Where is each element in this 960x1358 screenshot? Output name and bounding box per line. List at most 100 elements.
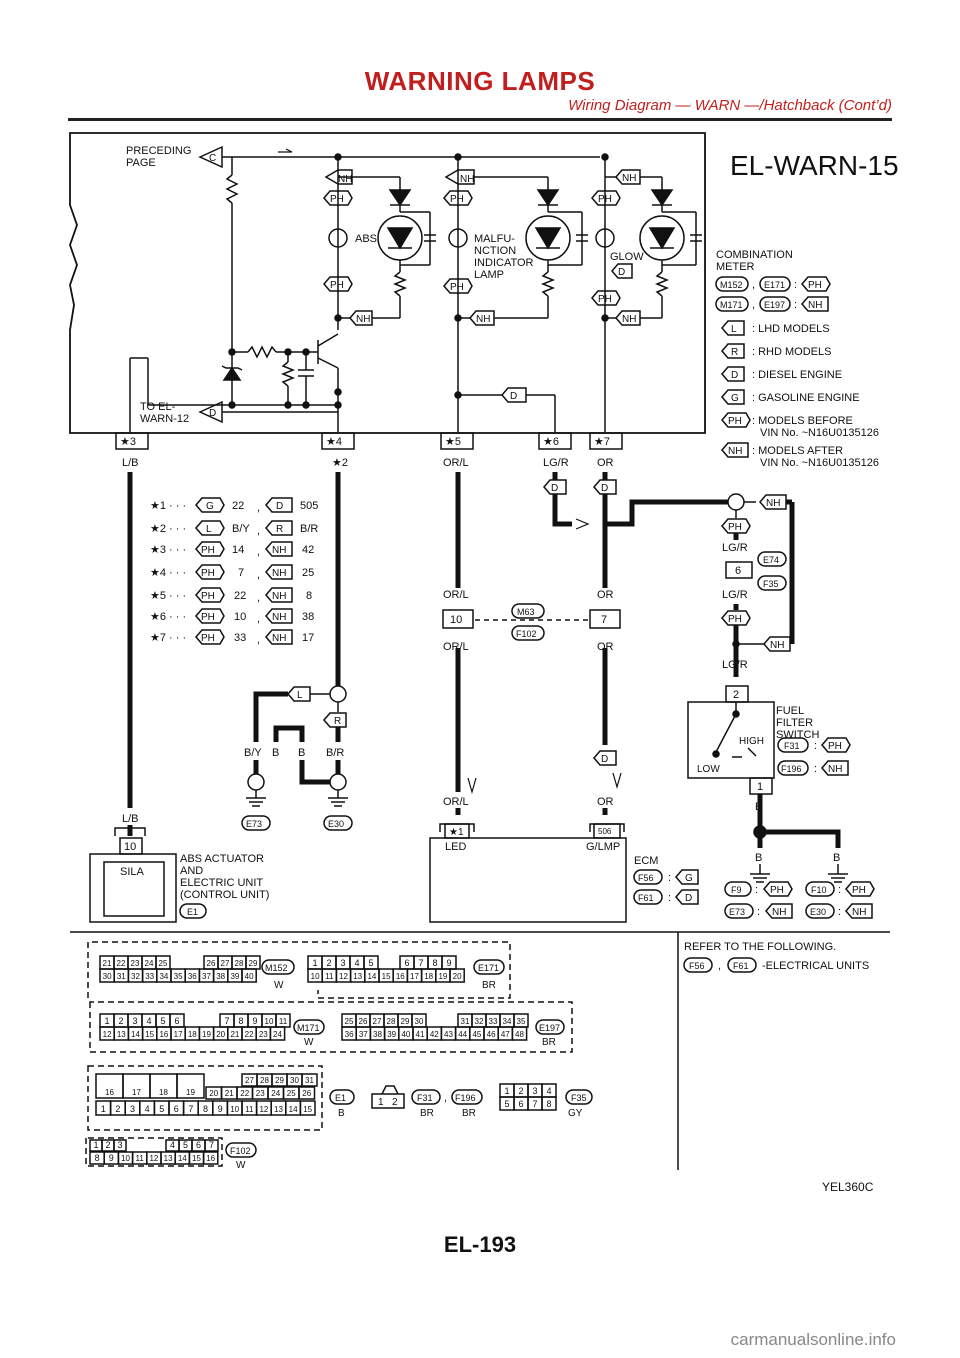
connector-pin-label: 13 [117, 1030, 126, 1039]
connector-pin-label: 3 [132, 1016, 137, 1026]
svg-text:NH: NH [476, 314, 490, 325]
svg-text:PH: PH [728, 522, 742, 533]
svg-text:B: B [833, 852, 840, 864]
connector-pin-label: 43 [444, 1030, 453, 1039]
svg-text:B/R: B/R [326, 747, 344, 759]
connector-pin-label: 25 [287, 1089, 296, 1098]
legend: L : LHD MODELS R : RHD MODELS D : DIESEL… [721, 320, 879, 469]
svg-text:GY: GY [568, 1108, 583, 1119]
connector-c-letter: C [209, 153, 216, 164]
svg-text:★4: ★4 [326, 436, 342, 448]
svg-text:B/R: B/R [300, 523, 318, 535]
svg-text:OR/L: OR/L [443, 641, 469, 653]
connector-pin-label: 3 [117, 1140, 122, 1150]
svg-text:LED: LED [445, 841, 466, 853]
connector-pin-label: 19 [186, 1088, 195, 1097]
connector-pin-label: 24 [271, 1089, 280, 1098]
svg-text:505: 505 [300, 500, 318, 512]
svg-text:R: R [276, 524, 283, 535]
svg-text:★2 · · ·: ★2 · · · [150, 523, 186, 535]
svg-text:D: D [601, 754, 608, 765]
svg-text:★7: ★7 [594, 436, 610, 448]
svg-text:E74: E74 [763, 555, 779, 565]
svg-text:D: D [685, 893, 692, 904]
svg-text:★6 · · ·: ★6 · · · [150, 611, 186, 623]
svg-text:38: 38 [302, 611, 314, 623]
svg-text:PH: PH [201, 568, 215, 579]
connector-pin-label: 7 [532, 1099, 537, 1109]
connector-pin-label: 5 [183, 1140, 188, 1150]
svg-text:F196: F196 [781, 764, 802, 774]
connector-pin-label: 35 [517, 1017, 526, 1026]
svg-text:HIGH: HIGH [739, 736, 764, 747]
svg-text:D: D [209, 408, 216, 419]
svg-text:F56: F56 [638, 873, 654, 883]
svg-text:,: , [257, 525, 260, 537]
connector-pin-label: 36 [188, 972, 197, 981]
connector-pin-label: 40 [401, 1030, 410, 1039]
svg-text:,: , [444, 1092, 447, 1104]
connector-pin-label: 29 [275, 1076, 284, 1085]
connector-pin-label: 21 [230, 1030, 239, 1039]
svg-text:2: 2 [392, 1097, 398, 1108]
svg-text:LG/R: LG/R [722, 589, 748, 601]
svg-text:B: B [272, 747, 279, 759]
svg-text:NH: NH [770, 640, 784, 651]
svg-text:ECM: ECM [634, 855, 658, 867]
connector-pin-label: 1 [504, 1086, 509, 1096]
svg-text:,: , [257, 569, 260, 581]
connector-pin-label: 7 [209, 1140, 214, 1150]
svg-text:6: 6 [735, 565, 741, 577]
svg-text:REFER TO THE FOLLOWING.: REFER TO THE FOLLOWING. [684, 941, 836, 953]
svg-text::: : [838, 906, 841, 918]
connector-pin-label: 16 [206, 1154, 215, 1163]
svg-text:10: 10 [234, 611, 246, 623]
connector-pin-label: 11 [245, 1105, 254, 1114]
connector-pin-label: 6 [518, 1099, 523, 1109]
svg-text:PH: PH [201, 591, 215, 602]
connector-pin-label: 3 [340, 958, 345, 968]
abs-lamp-label: ABS [355, 233, 377, 245]
connector-pin-label: 4 [170, 1140, 175, 1150]
svg-text:R: R [731, 347, 738, 358]
connector-pin-label: 10 [121, 1154, 130, 1163]
connector-pin-label: 22 [117, 959, 126, 968]
connector-pin-label: 22 [245, 1030, 254, 1039]
svg-text:B: B [298, 747, 305, 759]
connector-pin-label: 26 [302, 1089, 311, 1098]
connector-pin-label: 13 [164, 1154, 173, 1163]
svg-text:,: , [257, 592, 260, 604]
svg-text:OR/L: OR/L [443, 457, 469, 469]
svg-text:1: 1 [757, 781, 763, 793]
connector-pin-label: 2 [115, 1104, 120, 1114]
connector-pin-label: 4 [146, 1016, 151, 1026]
connector-pin-label: 31 [461, 1017, 470, 1026]
connector-pin-label: 17 [410, 972, 419, 981]
svg-text:PH: PH [450, 282, 464, 293]
svg-text:G: G [731, 393, 739, 404]
meter-title-2: METER [716, 261, 755, 273]
connector-pin-label: 25 [345, 1017, 354, 1026]
connector-pin-label: 48 [515, 1030, 524, 1039]
svg-text:NH: NH [272, 591, 286, 602]
svg-text:7: 7 [601, 614, 607, 626]
connector-pin-label: 33 [145, 972, 154, 981]
svg-text:PH: PH [728, 416, 742, 427]
svg-text:OR/L: OR/L [443, 796, 469, 808]
svg-text:F35: F35 [763, 579, 779, 589]
svg-text:F31: F31 [784, 741, 800, 751]
connector-pin-label: 2 [105, 1140, 110, 1150]
svg-text:L: L [206, 524, 212, 535]
connector-pin-label: 12 [149, 1154, 158, 1163]
connector-pin-label: 14 [367, 972, 376, 981]
connector-pin-label: 7 [418, 958, 423, 968]
connector-pin-label: 14 [289, 1105, 298, 1114]
connector-pin-label: 16 [159, 1030, 168, 1039]
led [650, 189, 674, 207]
connector-pin-label: 39 [230, 972, 239, 981]
svg-text:M63: M63 [517, 607, 535, 617]
svg-text:B: B [755, 801, 762, 813]
svg-text:: MODELS AFTER: : MODELS AFTER [752, 445, 843, 457]
